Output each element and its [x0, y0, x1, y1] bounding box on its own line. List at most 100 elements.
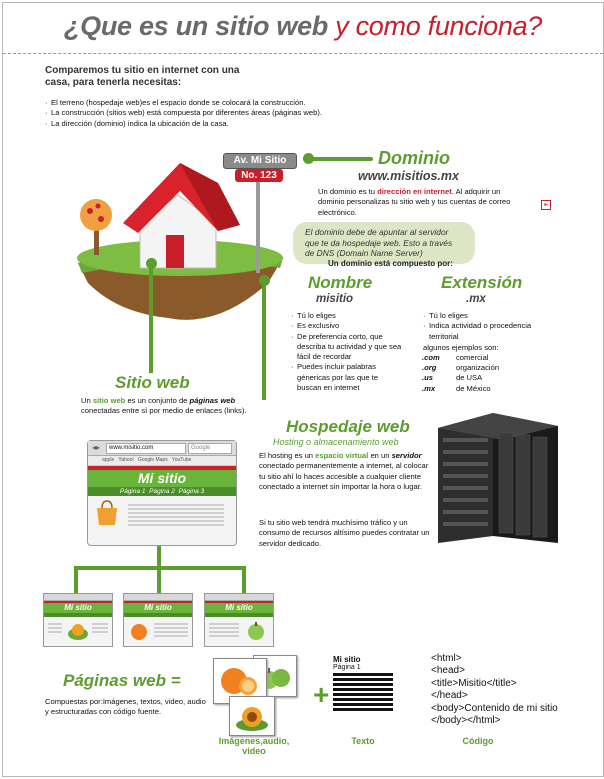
mini-page-title: Mi sitio	[124, 603, 192, 613]
ext-code: .us	[422, 373, 433, 383]
extension-item: Indica actividad o procedencia territori…	[423, 321, 541, 342]
nombre-list: Tú lo eliges Es exclusivo De preferencia…	[291, 311, 403, 393]
sitio-web-description: Un sitio web es un conjunto de páginas w…	[81, 396, 253, 417]
text-sample-sub: Página 1	[333, 664, 361, 671]
bookmark: YouTube	[171, 457, 192, 463]
house-number-sign: No. 123	[235, 169, 283, 182]
site-nav-page: Página 3	[178, 488, 205, 495]
ext-meaning: comercial	[456, 353, 489, 362]
code-line: </head>	[431, 690, 468, 702]
tree-connector	[74, 566, 78, 594]
site-nav: Página 1 Página 2 Página 3	[88, 487, 236, 496]
hospedaje-description: El hosting es un espacio virtual en un s…	[259, 451, 435, 492]
connector-dot	[259, 275, 270, 286]
plus-sign: +	[313, 679, 330, 710]
paginas-description: Compuestas por:Imágenes, textos, video, …	[45, 697, 206, 717]
extension-examples-label: algunos ejemplos son:	[423, 343, 499, 352]
dominio-connector	[308, 157, 373, 161]
ext-code: .org	[422, 363, 437, 373]
nombre-sub: misitio	[316, 293, 354, 305]
site-content	[88, 496, 236, 536]
title-divider	[3, 53, 603, 54]
tree-connector	[157, 546, 161, 568]
nombre-item: Tú lo eliges	[291, 311, 403, 322]
hospedaje-title: Hospedaje web	[286, 417, 410, 436]
bookmark: Google Maps	[137, 457, 168, 463]
mini-page: Mi sitio	[204, 593, 274, 647]
label-media: Imágenes,audio, video	[218, 736, 290, 756]
nombre-title: Nombre	[308, 273, 373, 292]
code-line: <head>	[431, 665, 465, 677]
code-line: <html>	[431, 653, 462, 664]
mini-page: Mi sitio	[123, 593, 193, 647]
code-line: </body></html>	[431, 715, 501, 727]
hospedaje-sub: Hosting o almacenamiento web	[273, 437, 399, 447]
browser-url-bar: www.misitio.com	[106, 443, 186, 454]
dominio-composed-label: Un dominio está compuesto por:	[328, 259, 453, 268]
ext-meaning: organización	[456, 363, 500, 373]
code-line: <title>Misitio</title>	[431, 677, 517, 689]
sitio-desc-pre: Un	[81, 396, 93, 405]
bookmark: apple	[102, 457, 115, 463]
site-header-stripe	[88, 466, 236, 470]
site-nav-page: Página 2	[149, 488, 175, 495]
sitio-connector	[149, 265, 153, 373]
browser-search-box: Google	[188, 443, 232, 454]
hosp-desc-pre: El hosting es un	[259, 451, 316, 460]
title-part-2: y como funciona?	[335, 11, 543, 41]
extension-example-row: .mx de México	[422, 384, 505, 394]
intro-item: La dirección (dominio) indica la ubicaci…	[45, 119, 335, 130]
hospedaje-dedicated: Si tu sitio web tendrá muchísimo tráfico…	[259, 518, 430, 548]
intro-list: El terreno (hospedaje web)es el espacio …	[45, 98, 335, 129]
dominio-description: Un dominio es tu dirección en internet. …	[318, 187, 528, 218]
dominio-title: Dominio	[378, 148, 450, 168]
nombre-item: Puedes incluir palabras génericas por la…	[291, 362, 403, 393]
bookmarks-bar: apple Yahoo! Google Maps YouTube	[88, 456, 236, 466]
hosp-desc-highlight: espacio virtual	[315, 451, 369, 460]
shopping-bag-icon	[97, 500, 117, 525]
nombre-item: Es exclusivo	[291, 321, 403, 332]
code-sample: <html> <head> <title>Misitio</title> </h…	[431, 653, 571, 727]
text-sample-title: Mi sitio	[333, 655, 361, 664]
browser-mockup: ◂▸ www.misitio.com Google apple Yahoo! G…	[87, 440, 237, 546]
tree-connector	[157, 566, 161, 594]
connector-dot	[303, 153, 314, 164]
extension-examples-table: .com comercial .org organización .us de USA…	[422, 353, 505, 394]
house-island-illustration	[77, 163, 283, 320]
page-title: ¿Que es un sitio web y como funciona?	[3, 11, 603, 42]
hosp-desc-mid: en un	[368, 451, 392, 460]
intro-heading: Comparemos tu sitio en internet con una …	[45, 65, 240, 88]
site-nav-page: Página 1	[119, 488, 146, 495]
ext-meaning: de USA	[456, 373, 483, 383]
dominio-desc-post: . Al adquirir un dominio personalizas tu…	[318, 187, 511, 217]
extension-example-row: .org organización	[422, 363, 505, 373]
extension-list: Tú lo eliges Indica actividad o proceden…	[423, 311, 541, 342]
text-sample: Mi sitio Página 1	[333, 655, 393, 713]
extension-sub: .mx	[466, 293, 486, 305]
sitio-desc-mid: es un conjunto de	[125, 396, 190, 405]
browser-toolbar: ◂▸ www.misitio.com Google	[88, 441, 236, 456]
site-title: Mi sitio	[88, 470, 236, 487]
photo-peaches	[229, 696, 275, 736]
mini-page: Mi sitio	[43, 593, 113, 647]
peach-icon	[236, 707, 268, 731]
ext-code: .mx	[422, 383, 436, 393]
small-marker-icon: ▸	[541, 200, 551, 210]
extension-item: Tú lo eliges	[423, 311, 541, 322]
extension-title: Extensión	[441, 273, 523, 292]
content-lines	[128, 502, 224, 528]
ext-code: .com	[422, 353, 440, 362]
extension-example-row: .com comercial	[422, 353, 505, 363]
orange-icon	[131, 624, 147, 640]
ext-meaning: de México	[456, 383, 491, 393]
code-line: <body>Contenido de mi sitio	[431, 702, 558, 714]
paginas-title: Páginas web =	[63, 671, 181, 690]
intro-item: El terreno (hospedaje web)es el espacio …	[45, 98, 335, 109]
mini-page-title: Mi sitio	[44, 603, 112, 613]
nav-arrows-icon: ◂▸	[92, 443, 101, 452]
extension-example-row: .us de USA	[422, 373, 505, 383]
mini-page-title: Mi sitio	[205, 603, 273, 613]
label-text: Texto	[351, 736, 375, 746]
sitio-web-title: Sitio web	[115, 373, 190, 392]
